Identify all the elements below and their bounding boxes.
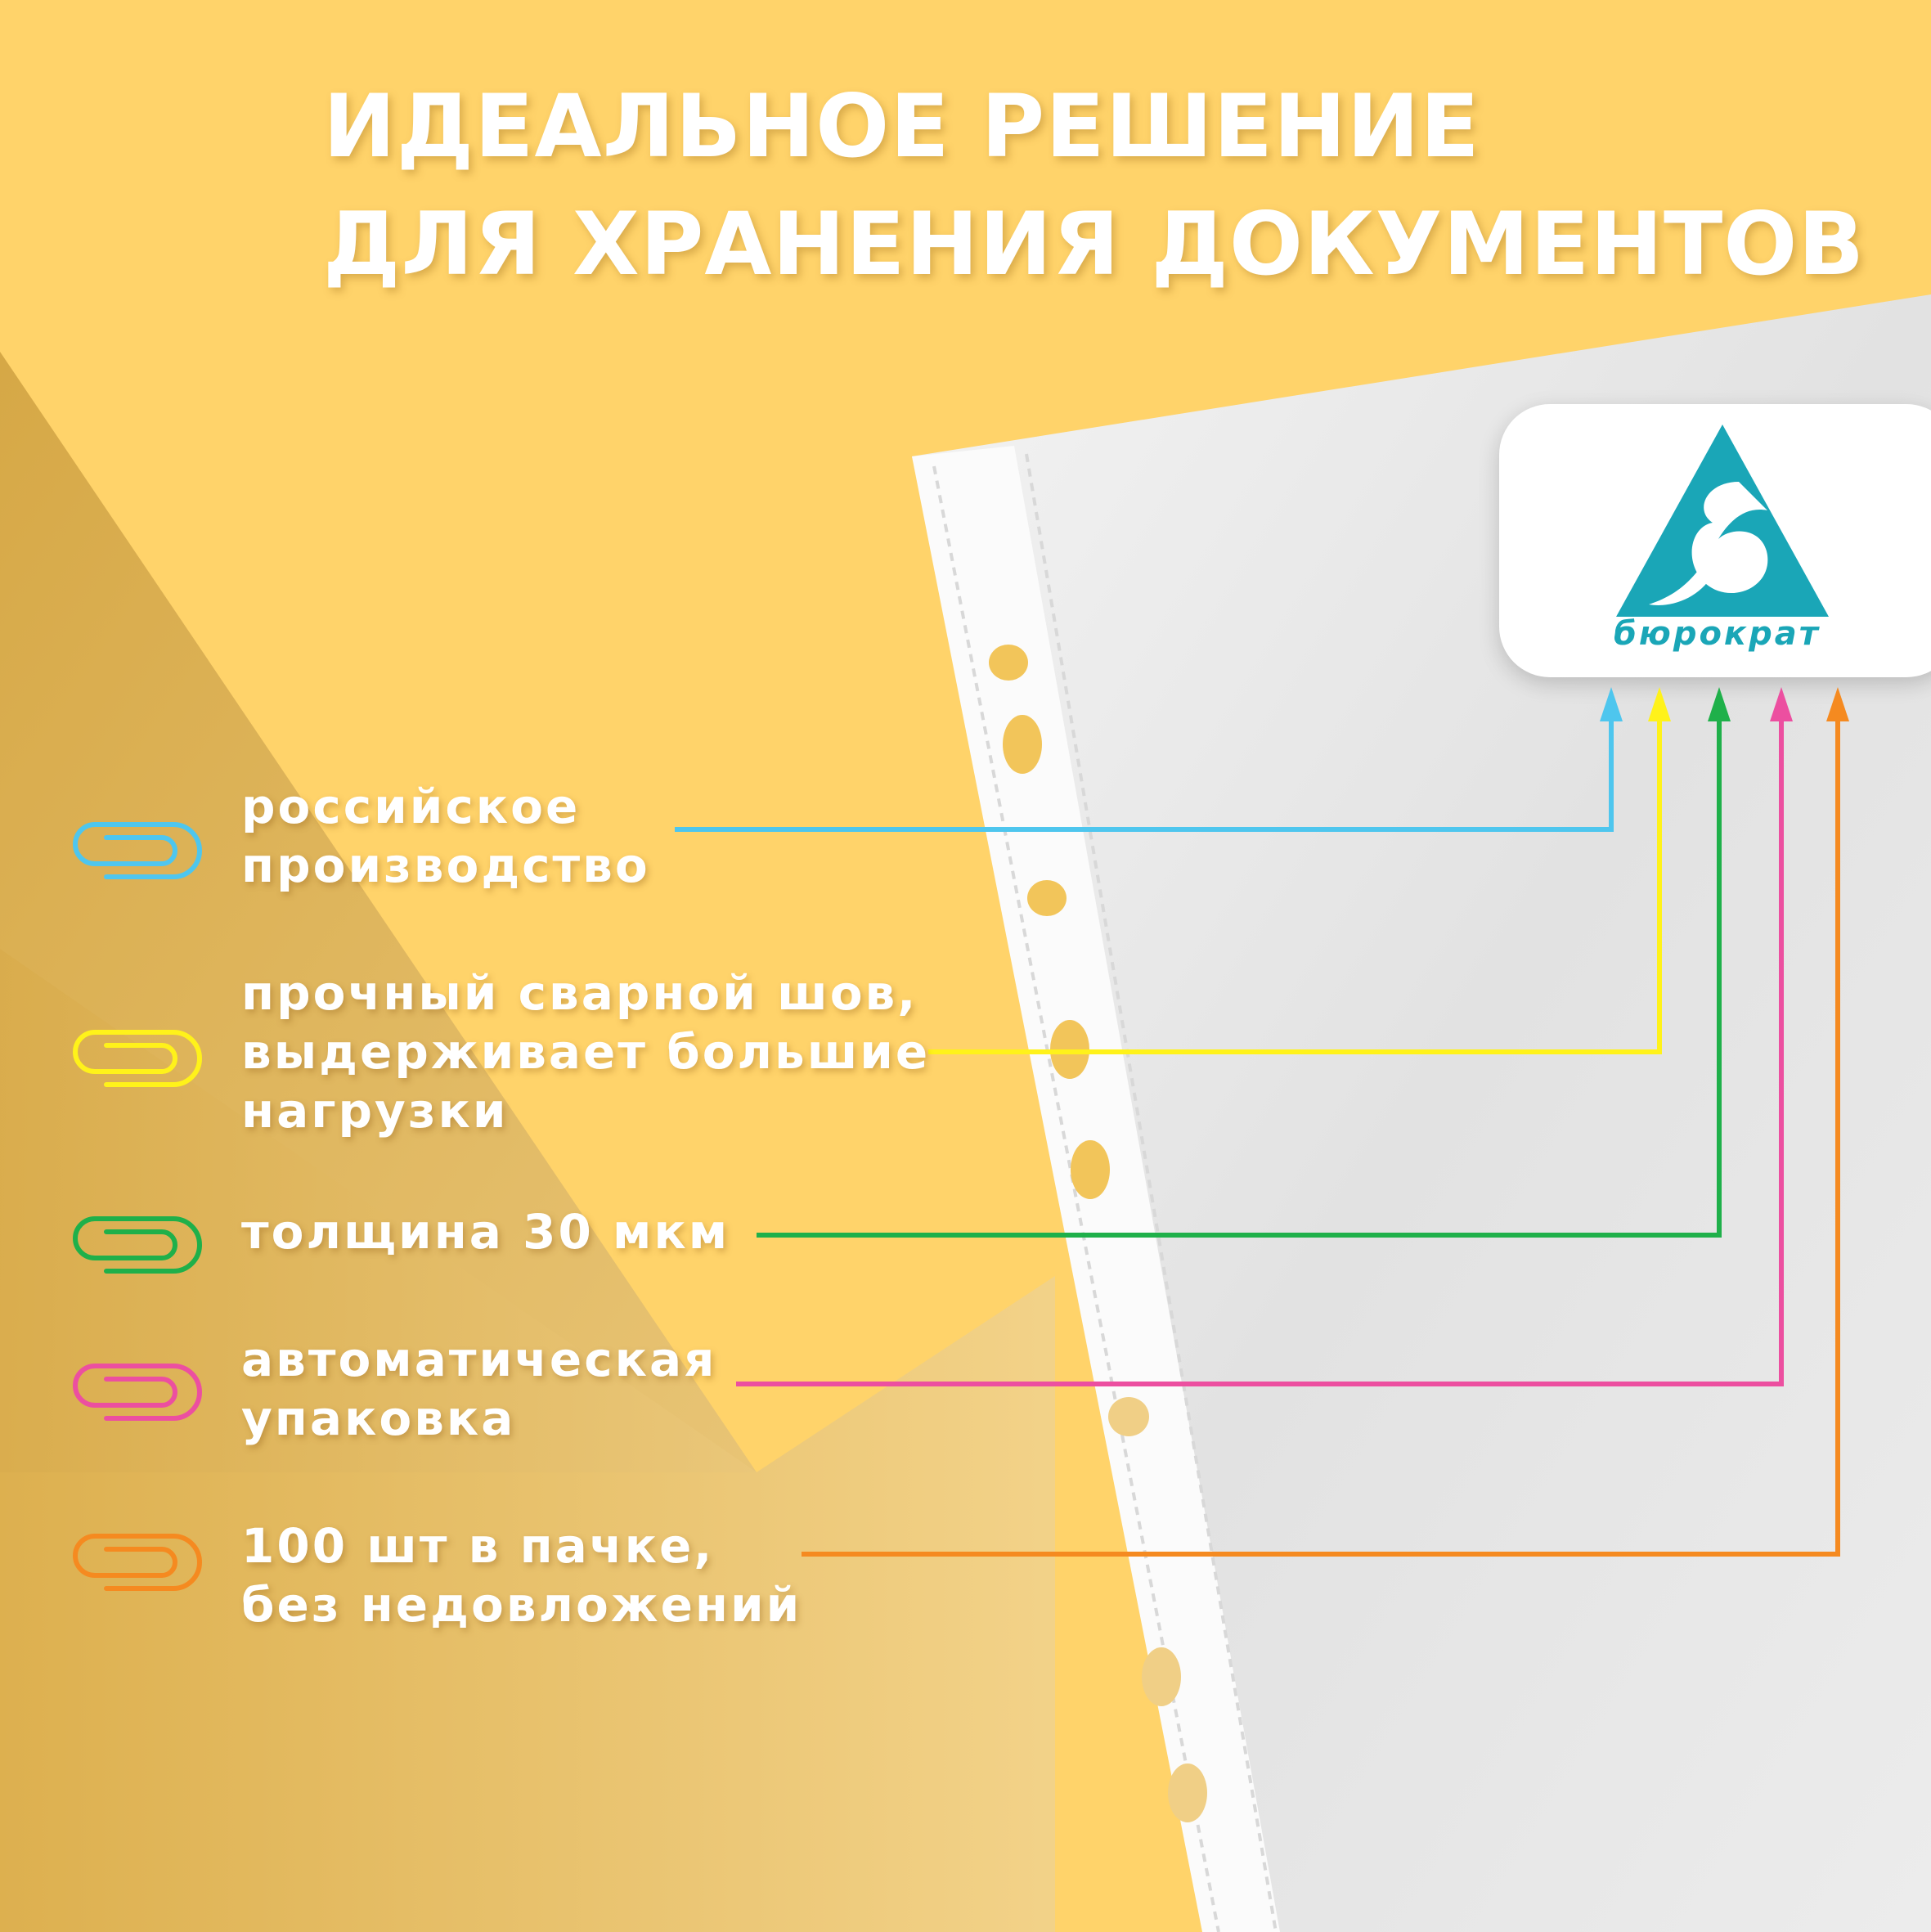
arrow-up-icon	[1770, 687, 1793, 721]
headline-line-2: ДЛЯ ХРАНЕНИЯ ДОКУМЕНТОВ	[323, 194, 1866, 294]
paperclip-icon	[73, 1364, 202, 1421]
arrow-up-icon	[1826, 687, 1849, 721]
leader-line	[757, 718, 1722, 1238]
arrow-up-icon	[1708, 687, 1731, 721]
brand-name: бюрократ	[1614, 615, 1821, 653]
brand-logo-icon	[1616, 425, 1829, 617]
feature-text-line: российское	[241, 779, 581, 834]
brand-logo-card: бюрократ	[1499, 404, 1931, 677]
leader-line	[928, 718, 1662, 1054]
leader-line	[675, 718, 1614, 832]
headline-line-1: ИДЕАЛЬНОЕ РЕШЕНИЕ	[323, 76, 1480, 177]
punch-hole	[1168, 1764, 1207, 1822]
arrow-up-icon	[1600, 687, 1623, 721]
punch-hole	[1142, 1647, 1181, 1706]
feature-item: толщина 30 мкм	[241, 1202, 730, 1261]
punch-hole	[989, 645, 1028, 681]
background-lower-band	[0, 949, 1055, 1932]
feature-text-line: нагрузки	[241, 1083, 509, 1139]
punch-hole	[1071, 1140, 1110, 1199]
punch-hole	[1108, 1397, 1149, 1436]
feature-text-line: 100 шт в пачке,	[241, 1518, 715, 1574]
punch-hole	[1027, 880, 1067, 916]
leader-line	[736, 718, 1784, 1386]
feature-text-line: производство	[241, 838, 650, 893]
feature-item: 100 шт в пачке,без недовложений	[241, 1516, 802, 1634]
feature-text-line: автоматическая	[241, 1332, 717, 1387]
paperclip-icon	[73, 1534, 202, 1591]
feature-text-line: прочный сварной шов,	[241, 965, 918, 1021]
leader-line	[802, 718, 1840, 1557]
paperclip-icon	[73, 822, 202, 879]
feature-text-line: без недовложений	[241, 1577, 802, 1633]
punch-hole	[1003, 715, 1042, 774]
paperclip-icon	[73, 1216, 202, 1274]
paperclip-icon	[73, 1030, 202, 1087]
feature-text-line: выдерживает большие	[241, 1024, 931, 1080]
feature-text-line: упаковка	[241, 1391, 516, 1446]
feature-text-line: толщина 30 мкм	[241, 1204, 730, 1260]
arrow-up-icon	[1648, 687, 1671, 721]
